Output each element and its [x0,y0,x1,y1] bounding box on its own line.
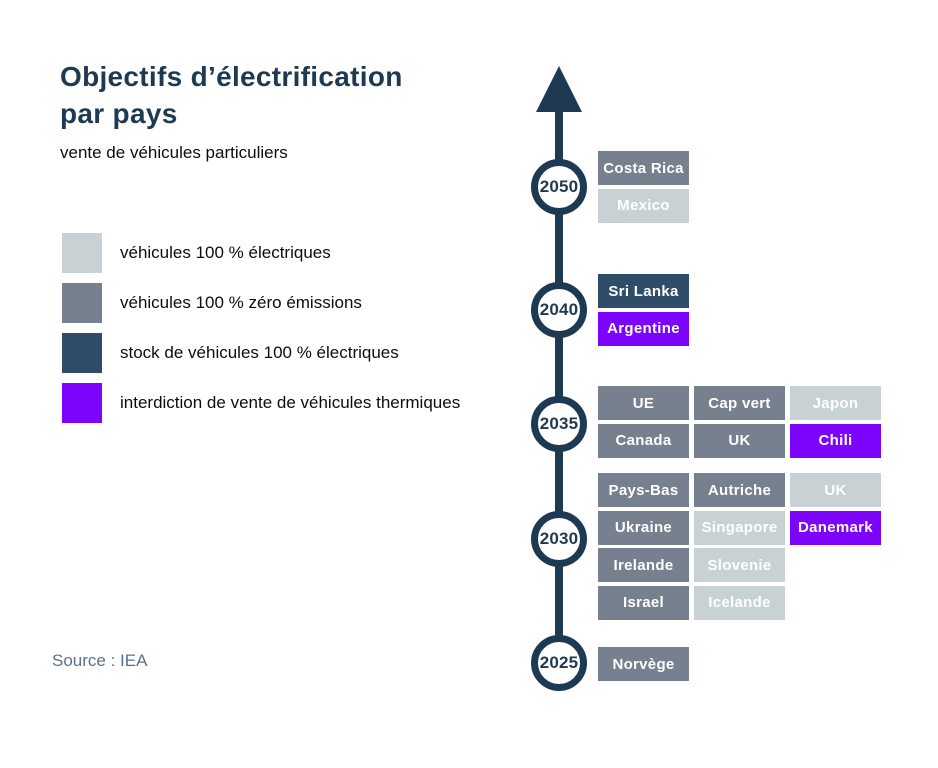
legend-swatch-ban [62,383,102,423]
legend-swatch-electric [62,233,102,273]
country-box: Danemark [790,510,881,545]
year-marker: 2030 [531,511,587,567]
country-box: Mexico [598,188,689,223]
arrow-up-icon [536,66,582,112]
country-box: Icelande [694,585,785,620]
legend-swatch-zero-emissions [62,283,102,323]
page-title: Objectifs d’électrification par pays [60,58,403,132]
source-note: Source : IEA [52,651,148,670]
country-box: Irelande [598,548,689,582]
country-box: Sri Lanka [598,274,689,308]
country-box: UE [598,386,689,420]
country-box: Norvège [598,647,689,681]
country-box: UK [790,473,881,507]
country-box: Israel [598,585,689,620]
country-box: Chili [790,423,881,458]
country-box: Pays-Bas [598,473,689,507]
country-box: Autriche [694,473,785,507]
page-title-line2: par pays [60,98,178,129]
year-marker: 2040 [531,282,587,338]
country-box: Canada [598,423,689,458]
country-box: Cap vert [694,386,785,420]
legend-swatch-stock [62,333,102,373]
year-marker: 2050 [531,159,587,215]
timeline-line [555,100,563,663]
country-box: Ukraine [598,510,689,545]
country-box: Costa Rica [598,151,689,185]
page-subtitle: vente de véhicules particuliers [60,143,288,162]
year-marker: 2035 [531,396,587,452]
country-box: Argentine [598,311,689,346]
country-box: Slovenie [694,548,785,582]
legend-label: véhicules 100 % électriques [120,243,331,262]
legend-label: stock de véhicules 100 % électriques [120,343,399,362]
legend-label: véhicules 100 % zéro émissions [120,293,362,312]
country-box: Singapore [694,510,785,545]
page-title-line1: Objectifs d’électrification [60,61,403,92]
year-marker: 2025 [531,635,587,691]
legend-label: interdiction de vente de véhicules therm… [120,393,461,412]
country-box: UK [694,423,785,458]
country-box: Japon [790,386,881,420]
